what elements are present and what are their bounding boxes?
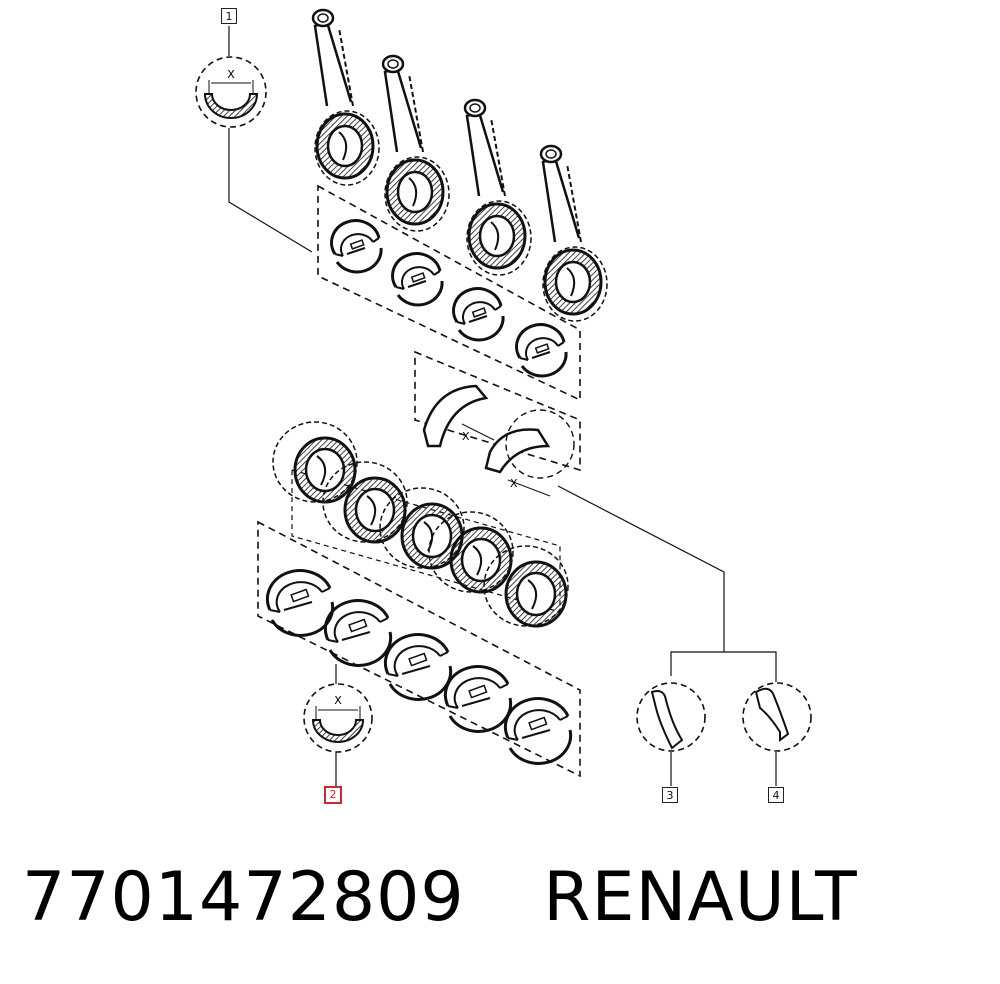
callout-3[interactable]: 3: [662, 787, 678, 803]
brand-name: RENAULT: [543, 858, 858, 937]
dimension-label-x: X: [227, 68, 235, 81]
detail-4-thrust-washer: [742, 682, 812, 786]
dimension-label-x-2: X: [462, 430, 470, 443]
detail-3-thrust-washer: [636, 682, 706, 786]
callout-1[interactable]: 1: [221, 8, 237, 24]
thrust-leader-lines: [557, 485, 777, 682]
rod-bearing-shells: [317, 184, 581, 402]
dimension-label-x-3: X: [510, 477, 518, 490]
detail-2-bearing-shell: X: [303, 664, 373, 786]
exploded-bearing-diagram: X X X: [195, 8, 812, 786]
callout-2-selected[interactable]: 2: [324, 786, 342, 804]
connecting-rods: [311, 8, 609, 323]
part-number: 7701472809: [22, 858, 465, 937]
part-caption: 7701472809 RENAULT: [22, 858, 858, 948]
dimension-label-x-4: X: [334, 694, 342, 707]
callout-4[interactable]: 4: [768, 787, 784, 803]
detail-1-bearing-shell: X: [195, 26, 313, 253]
crankshaft-journals: [271, 420, 570, 628]
main-bearing-shells: [257, 520, 581, 778]
thrust-washers: X X: [414, 350, 581, 497]
